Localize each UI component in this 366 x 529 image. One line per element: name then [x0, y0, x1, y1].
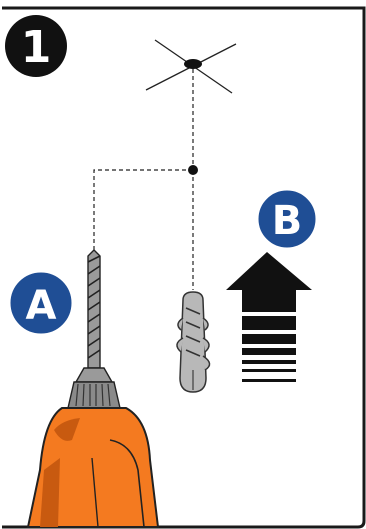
guide-lines [94, 69, 193, 290]
anchor-label-badge: B [257, 189, 317, 249]
junction-dot [188, 165, 198, 175]
drill-label-badge: A [9, 271, 73, 335]
crosshair-mark-icon [146, 40, 236, 93]
drill-body [28, 408, 158, 527]
step-number: 1 [21, 22, 52, 73]
wall-plug-icon [177, 292, 210, 392]
up-arrow-icon [226, 252, 312, 382]
drill-bit [88, 250, 100, 368]
drill-label: A [26, 283, 57, 329]
drill-chuck [68, 368, 120, 408]
step-number-badge: 1 [5, 15, 67, 77]
anchor-label: B [272, 198, 303, 244]
